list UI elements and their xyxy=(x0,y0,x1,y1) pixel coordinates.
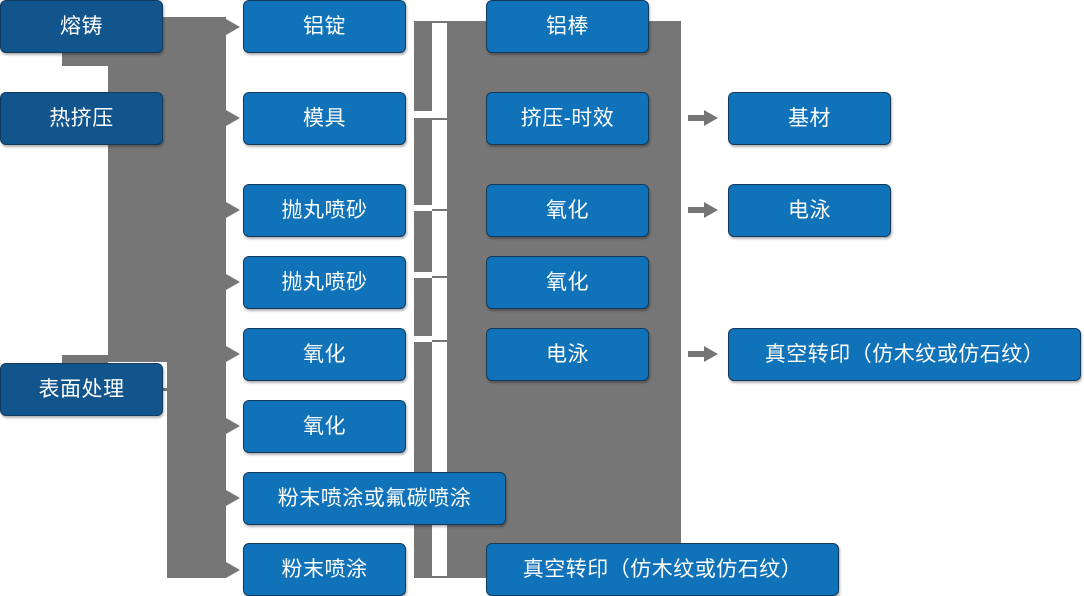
arrow-to-shot-blasting-2 xyxy=(226,274,240,290)
node-label: 氧化 xyxy=(303,343,346,366)
gray-bar-lower-segment xyxy=(414,521,432,578)
arrow-to-base-material xyxy=(704,110,718,126)
node-shot-blasting-2[interactable]: 抛丸喷砂 xyxy=(243,256,406,309)
node-label: 表面处理 xyxy=(38,378,125,401)
hairline-row-3 xyxy=(432,209,448,211)
node-label: 抛丸喷砂 xyxy=(281,271,368,294)
gray-bar-mid-segment-1 xyxy=(414,118,432,205)
gray-bar-upper-segment xyxy=(414,21,432,111)
node-oxidation-1[interactable]: 氧化 xyxy=(243,328,406,381)
node-label: 抛丸喷砂 xyxy=(281,199,368,222)
gray-band-left-upper xyxy=(108,17,226,362)
node-label: 粉末喷涂 xyxy=(281,558,368,581)
node-base-material[interactable]: 基材 xyxy=(728,92,891,145)
node-oxidation-3[interactable]: 氧化 xyxy=(486,184,649,237)
node-label: 氧化 xyxy=(546,199,589,222)
node-powder-or-pvdf[interactable]: 粉末喷涂或氟碳喷涂 xyxy=(243,472,506,525)
node-label: 铝棒 xyxy=(546,15,589,38)
node-electrophoresis-1[interactable]: 电泳 xyxy=(486,328,649,381)
node-label: 铝锭 xyxy=(303,15,346,38)
hairline-row-2 xyxy=(432,118,448,120)
node-aluminum-rod[interactable]: 铝棒 xyxy=(486,0,649,53)
node-oxidation-2[interactable]: 氧化 xyxy=(243,400,406,453)
node-vacuum-transfer-2[interactable]: 真空转印（仿木纹或仿石纹） xyxy=(728,328,1081,381)
node-extrusion-aging[interactable]: 挤压-时效 xyxy=(486,92,649,145)
node-label: 真空转印（仿木纹或仿石纹） xyxy=(764,343,1045,366)
arrow-to-oxidation-2 xyxy=(226,418,240,434)
gray-bar-mid-segment-4 xyxy=(414,342,432,515)
arrow-stem-to-electrophoresis-2 xyxy=(688,207,704,213)
node-shot-blasting-1[interactable]: 抛丸喷砂 xyxy=(243,184,406,237)
arrow-to-aluminum-ingot xyxy=(226,19,240,35)
node-label: 挤压-时效 xyxy=(520,107,615,130)
node-mold[interactable]: 模具 xyxy=(243,92,406,145)
node-electrophoresis-2[interactable]: 电泳 xyxy=(728,184,891,237)
arrow-stem-to-base-material xyxy=(688,115,704,121)
node-label: 熔铸 xyxy=(60,15,103,38)
node-label: 氧化 xyxy=(546,271,589,294)
gray-band-left-lower xyxy=(167,362,226,578)
node-hot-extrusion[interactable]: 热挤压 xyxy=(0,92,163,145)
node-label: 氧化 xyxy=(303,415,346,438)
gray-stub-surface-treatment xyxy=(163,388,193,391)
hairline-row-7 xyxy=(432,576,448,578)
arrow-to-powder-coating xyxy=(226,562,240,578)
arrow-to-shot-blasting-1 xyxy=(226,202,240,218)
gray-bar-mid-segment-3 xyxy=(414,278,432,336)
hairline-row-4 xyxy=(432,276,448,278)
hairline-row-5 xyxy=(432,340,448,342)
arrow-to-vacuum-transfer-2 xyxy=(704,346,718,362)
hairline-row-1 xyxy=(432,21,448,23)
gray-notch-meltcast-to-extrusion xyxy=(62,52,108,66)
node-label: 模具 xyxy=(303,107,346,130)
node-vacuum-transfer-1[interactable]: 真空转印（仿木纹或仿石纹） xyxy=(486,543,839,596)
arrow-to-oxidation-1 xyxy=(226,346,240,362)
node-label: 热挤压 xyxy=(49,107,114,130)
node-powder-coating[interactable]: 粉末喷涂 xyxy=(243,543,406,596)
node-label: 粉末喷涂或氟碳喷涂 xyxy=(277,487,472,510)
node-label: 真空转印（仿木纹或仿石纹） xyxy=(522,558,803,581)
arrow-stem-to-vacuum-transfer-2 xyxy=(688,351,704,357)
node-label: 基材 xyxy=(788,107,831,130)
node-aluminum-ingot[interactable]: 铝锭 xyxy=(243,0,406,53)
node-label: 电泳 xyxy=(788,199,831,222)
arrow-to-electrophoresis-2 xyxy=(704,202,718,218)
arrow-to-powder-or-pvdf xyxy=(226,490,240,506)
gray-bar-mid-segment-2 xyxy=(414,211,432,272)
node-label: 电泳 xyxy=(546,343,589,366)
node-melt-cast[interactable]: 熔铸 xyxy=(0,0,163,53)
arrow-to-mold xyxy=(226,110,240,126)
node-surface-treatment[interactable]: 表面处理 xyxy=(0,363,163,416)
node-oxidation-4[interactable]: 氧化 xyxy=(486,256,649,309)
